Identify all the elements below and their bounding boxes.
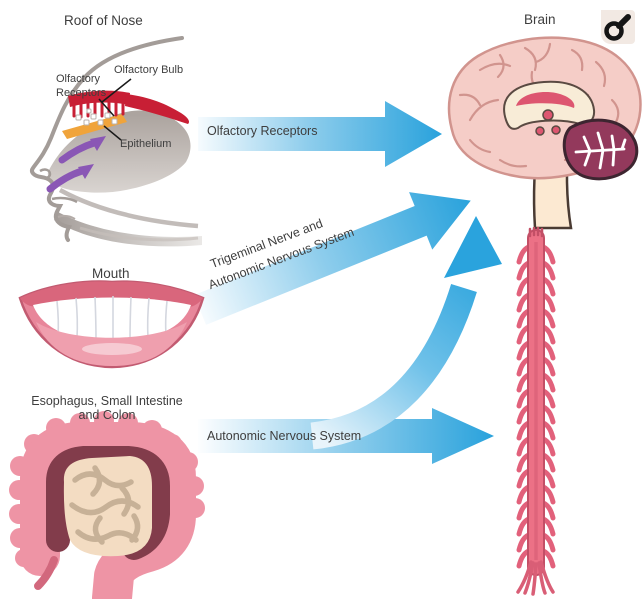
gut-title-line2: and Colon <box>78 408 136 422</box>
spinal-cord-crown <box>528 226 544 238</box>
epithelium-strip <box>62 114 127 139</box>
intestine-illustration <box>9 411 205 599</box>
olfactory-receptors-annotation: Olfactory Receptors <box>56 72 106 101</box>
small-intestine-coils <box>69 465 141 545</box>
arrow-trigeminal <box>194 192 471 325</box>
brain-title: Brain <box>524 12 556 27</box>
cauda-equina <box>516 560 555 596</box>
epithelium-annotation: Epithelium <box>120 138 172 150</box>
magnifier-icon[interactable] <box>601 10 635 44</box>
lateral-ventricle <box>516 92 575 108</box>
brain-illustration <box>447 36 642 230</box>
nose-illustration <box>30 36 202 247</box>
arrow-autonomic-branch-curved <box>310 216 502 450</box>
mouth-illustration <box>18 280 205 369</box>
roof-of-nose-title: Roof of Nose <box>64 13 143 28</box>
autonomic-pathway-label: Autonomic Nervous System <box>207 429 362 443</box>
odor-molecules <box>75 108 118 126</box>
olfactory-receptors-line2: Receptors <box>56 87 107 100</box>
olfactory-bulb-annotation: Olfactory Bulb <box>114 64 184 76</box>
spinal-cord-illustration <box>516 226 555 596</box>
annotation-lines <box>98 78 132 141</box>
cerebellum-arbor-vitae <box>574 131 627 170</box>
olfactory-receptors-line1: Olfactory <box>56 73 101 85</box>
gut-title-line1: Esophagus, Small Intestine <box>31 394 183 408</box>
olfactory-pathway-label: Olfactory Receptors <box>207 124 318 138</box>
midbrain-structures <box>535 109 561 136</box>
airflow-arrows <box>46 139 98 193</box>
appendix <box>34 556 58 590</box>
mouth-title: Mouth <box>92 266 130 281</box>
arrow-olfactory-receptors <box>198 101 442 167</box>
airflow-arrowheads <box>78 136 106 179</box>
gut-title: Esophagus, Small Intestine and Colon <box>22 394 192 422</box>
